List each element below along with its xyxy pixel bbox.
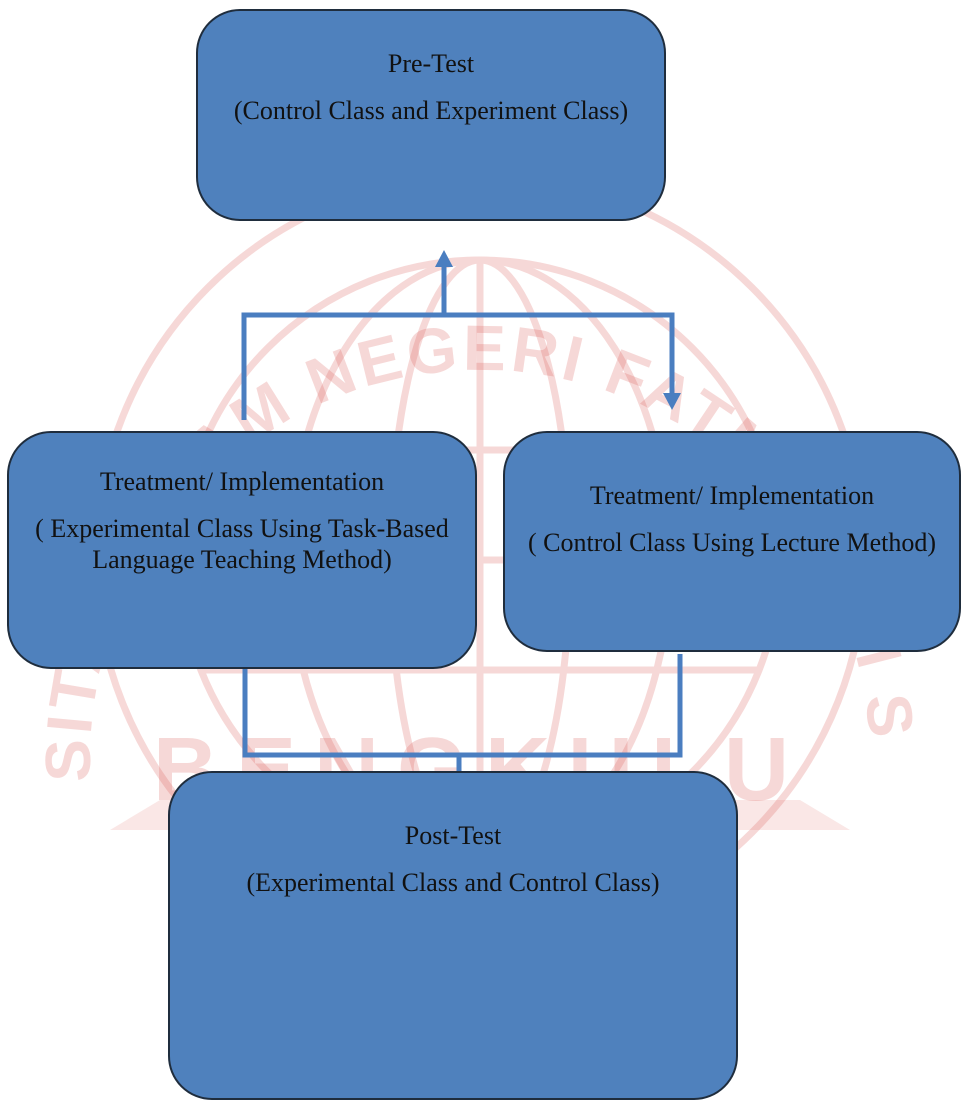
connector-bottom-bracket: [242, 652, 683, 758]
posttest-description: (Experimental Class and Control Class): [246, 868, 660, 897]
control-treatment-box: Treatment/ Implementation ( Control Clas…: [503, 431, 961, 652]
arrowhead-down-icon: [663, 393, 681, 410]
experimental-treatment-description: ( Experimental Class Using Task-Based La…: [35, 514, 449, 574]
experimental-treatment-title: Treatment/ Implementation: [99, 467, 385, 496]
pretest-description: (Control Class and Experiment Class): [233, 96, 629, 125]
pretest-title: Pre-Test: [387, 49, 475, 78]
experimental-treatment-box: Treatment/ Implementation ( Experimental…: [7, 431, 477, 669]
posttest-title: Post-Test: [404, 821, 502, 850]
arrowhead-up-icon: [435, 250, 453, 267]
connector-top-bracket: [241, 312, 675, 420]
pretest-box: Pre-Test (Control Class and Experiment C…: [196, 9, 666, 221]
control-treatment-title: Treatment/ Implementation: [589, 481, 875, 510]
posttest-box: Post-Test (Experimental Class and Contro…: [168, 771, 738, 1100]
control-treatment-description: ( Control Class Using Lecture Method): [528, 528, 936, 557]
